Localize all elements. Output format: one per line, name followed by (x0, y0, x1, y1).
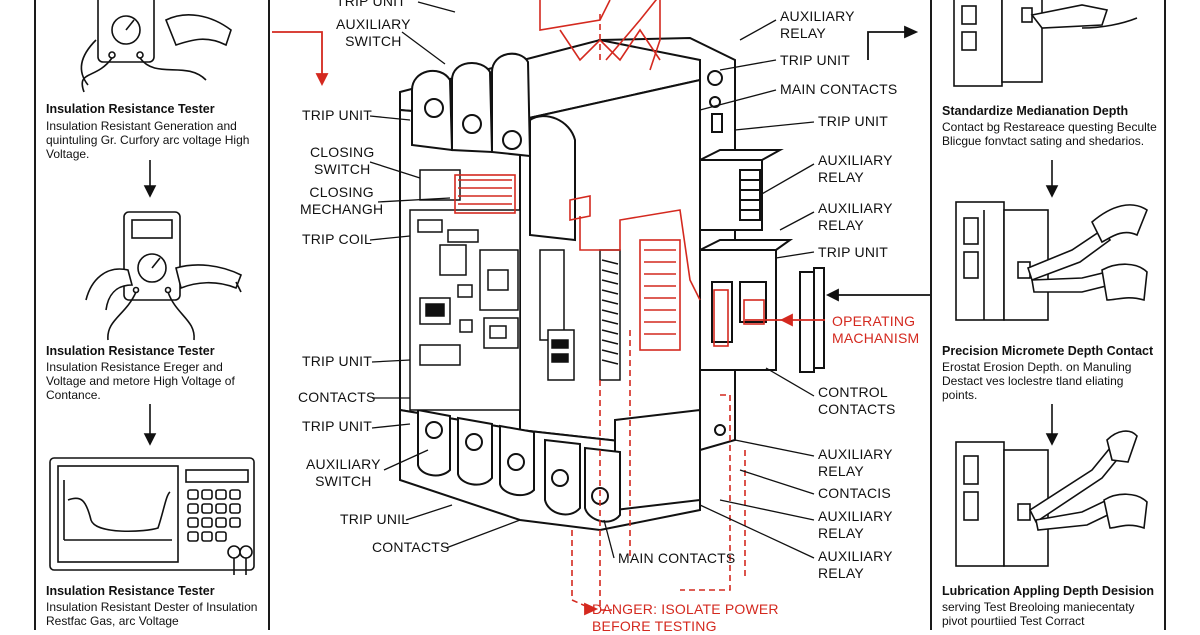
left-step-1-title: Insulation Resistance Tester (46, 102, 215, 116)
label-trip-unit-r2: TRIP UNIT (818, 113, 888, 129)
pole-stacks (411, 52, 576, 242)
left-step-1-desc: Insulation Resistant Generation and quin… (46, 119, 250, 161)
left-step-2-desc: Insulation Resistance Ereger and Voltage… (46, 360, 235, 402)
label-trip-unit-r1: TRIP UNIT (780, 52, 850, 68)
label-contacts-2: CONTACTS (372, 539, 450, 555)
right-side-components (699, 70, 825, 436)
label-auxiliary-relay-4: AUXILIARY RELAY (818, 446, 893, 479)
label-main-contacts-r: MAIN CONTACTS (780, 81, 898, 97)
label-trip-coil: TRIP COIL (302, 231, 373, 247)
label-auxiliary-relay-5: AUXILIARY RELAY (818, 508, 893, 541)
breaker-housing (399, 36, 736, 532)
breaker-pole-illustration-1 (953, 0, 1138, 87)
label-contacts-r: CONTACIS (818, 485, 891, 501)
label-operating-mechanism: OPERATING MACHANISM (832, 313, 920, 346)
right-panel-illustrations (953, 0, 1148, 567)
label-auxiliary-relay-2: AUXILIARY RELAY (818, 152, 893, 185)
left-step-3-desc: Insulation Resistant Dester of Insulatio… (46, 600, 258, 628)
label-auxiliary-relay-3: AUXILIARY RELAY (818, 200, 893, 233)
label-trip-unit-1: TRIP UNIT (302, 107, 372, 123)
right-step-2-title: Precision Micromete Depth Contact (942, 344, 1154, 358)
label-closing-switch: CLOSING SWITCH (310, 144, 375, 177)
multimeter-illustration-2 (85, 211, 243, 341)
label-contacts-1: CONTACTS (298, 389, 376, 405)
label-auxiliary-relay-6: AUXILIARY RELAY (818, 548, 893, 581)
multimeter-illustration-1 (80, 0, 232, 93)
right-step-3-desc: serving Test Breoloing maniecentaty pivo… (942, 600, 1135, 628)
step-arrow-2 (143, 404, 157, 446)
label-trip-unit-3: TRIP UNIT (302, 418, 372, 434)
right-step-1-title: Standardize Medianation Depth (942, 104, 1129, 118)
test-instrument-illustration-3 (49, 457, 255, 575)
right-step-2-desc: Erostat Erosion Depth. on Manuling Desta… (942, 360, 1132, 402)
label-auxiliary-relay-1: AUXILIARY RELAY (780, 8, 855, 41)
label-trip-unit-top: TRIP UNIT (336, 0, 406, 9)
label-auxiliary-switch-top: AUXILIARY SWITCH (336, 16, 411, 49)
right-step-3-title: Lubrication Appling Depth Desision (942, 584, 1155, 598)
operating-mechanism-highlight (454, 0, 790, 351)
label-control-contacts: CONTROL CONTACTS (818, 384, 896, 417)
label-trip-unit-r3: TRIP UNIT (818, 244, 888, 260)
left-step-3-title: Insulation Resistance Tester (46, 584, 215, 598)
right-procedure-panel: Standardize Medianation Depth Contact bg… (930, 0, 1166, 630)
label-trip-unil: TRIP UNIL (340, 511, 410, 527)
label-main-contacts-bottom: MAIN CONTACTS (618, 550, 736, 566)
label-closing-mechanism: CLOSING MECHANGH (300, 184, 384, 217)
label-auxiliary-switch-bottom: AUXILIARY SWITCH (306, 456, 381, 489)
step-arrow-r1 (1045, 160, 1059, 198)
leader-lines (369, 1, 815, 559)
danger-leaders (571, 10, 746, 611)
step-arrow-1 (143, 160, 157, 198)
label-trip-unit-2: TRIP UNIT (302, 353, 372, 369)
left-panel-illustrations (49, 0, 255, 575)
front-panel-details (409, 169, 621, 411)
left-procedure-panel: Insulation Resistance Tester Insulation … (34, 0, 270, 630)
right-step-1-desc: Contact bg Restareace questing Beculte B… (942, 120, 1157, 148)
step-arrow-r2 (1045, 404, 1059, 446)
bottom-terminals (417, 408, 621, 523)
breaker-pole-illustration-3 (955, 430, 1148, 567)
left-step-2-title: Insulation Resistance Tester (46, 344, 215, 358)
breaker-pole-illustration-2 (955, 201, 1148, 321)
